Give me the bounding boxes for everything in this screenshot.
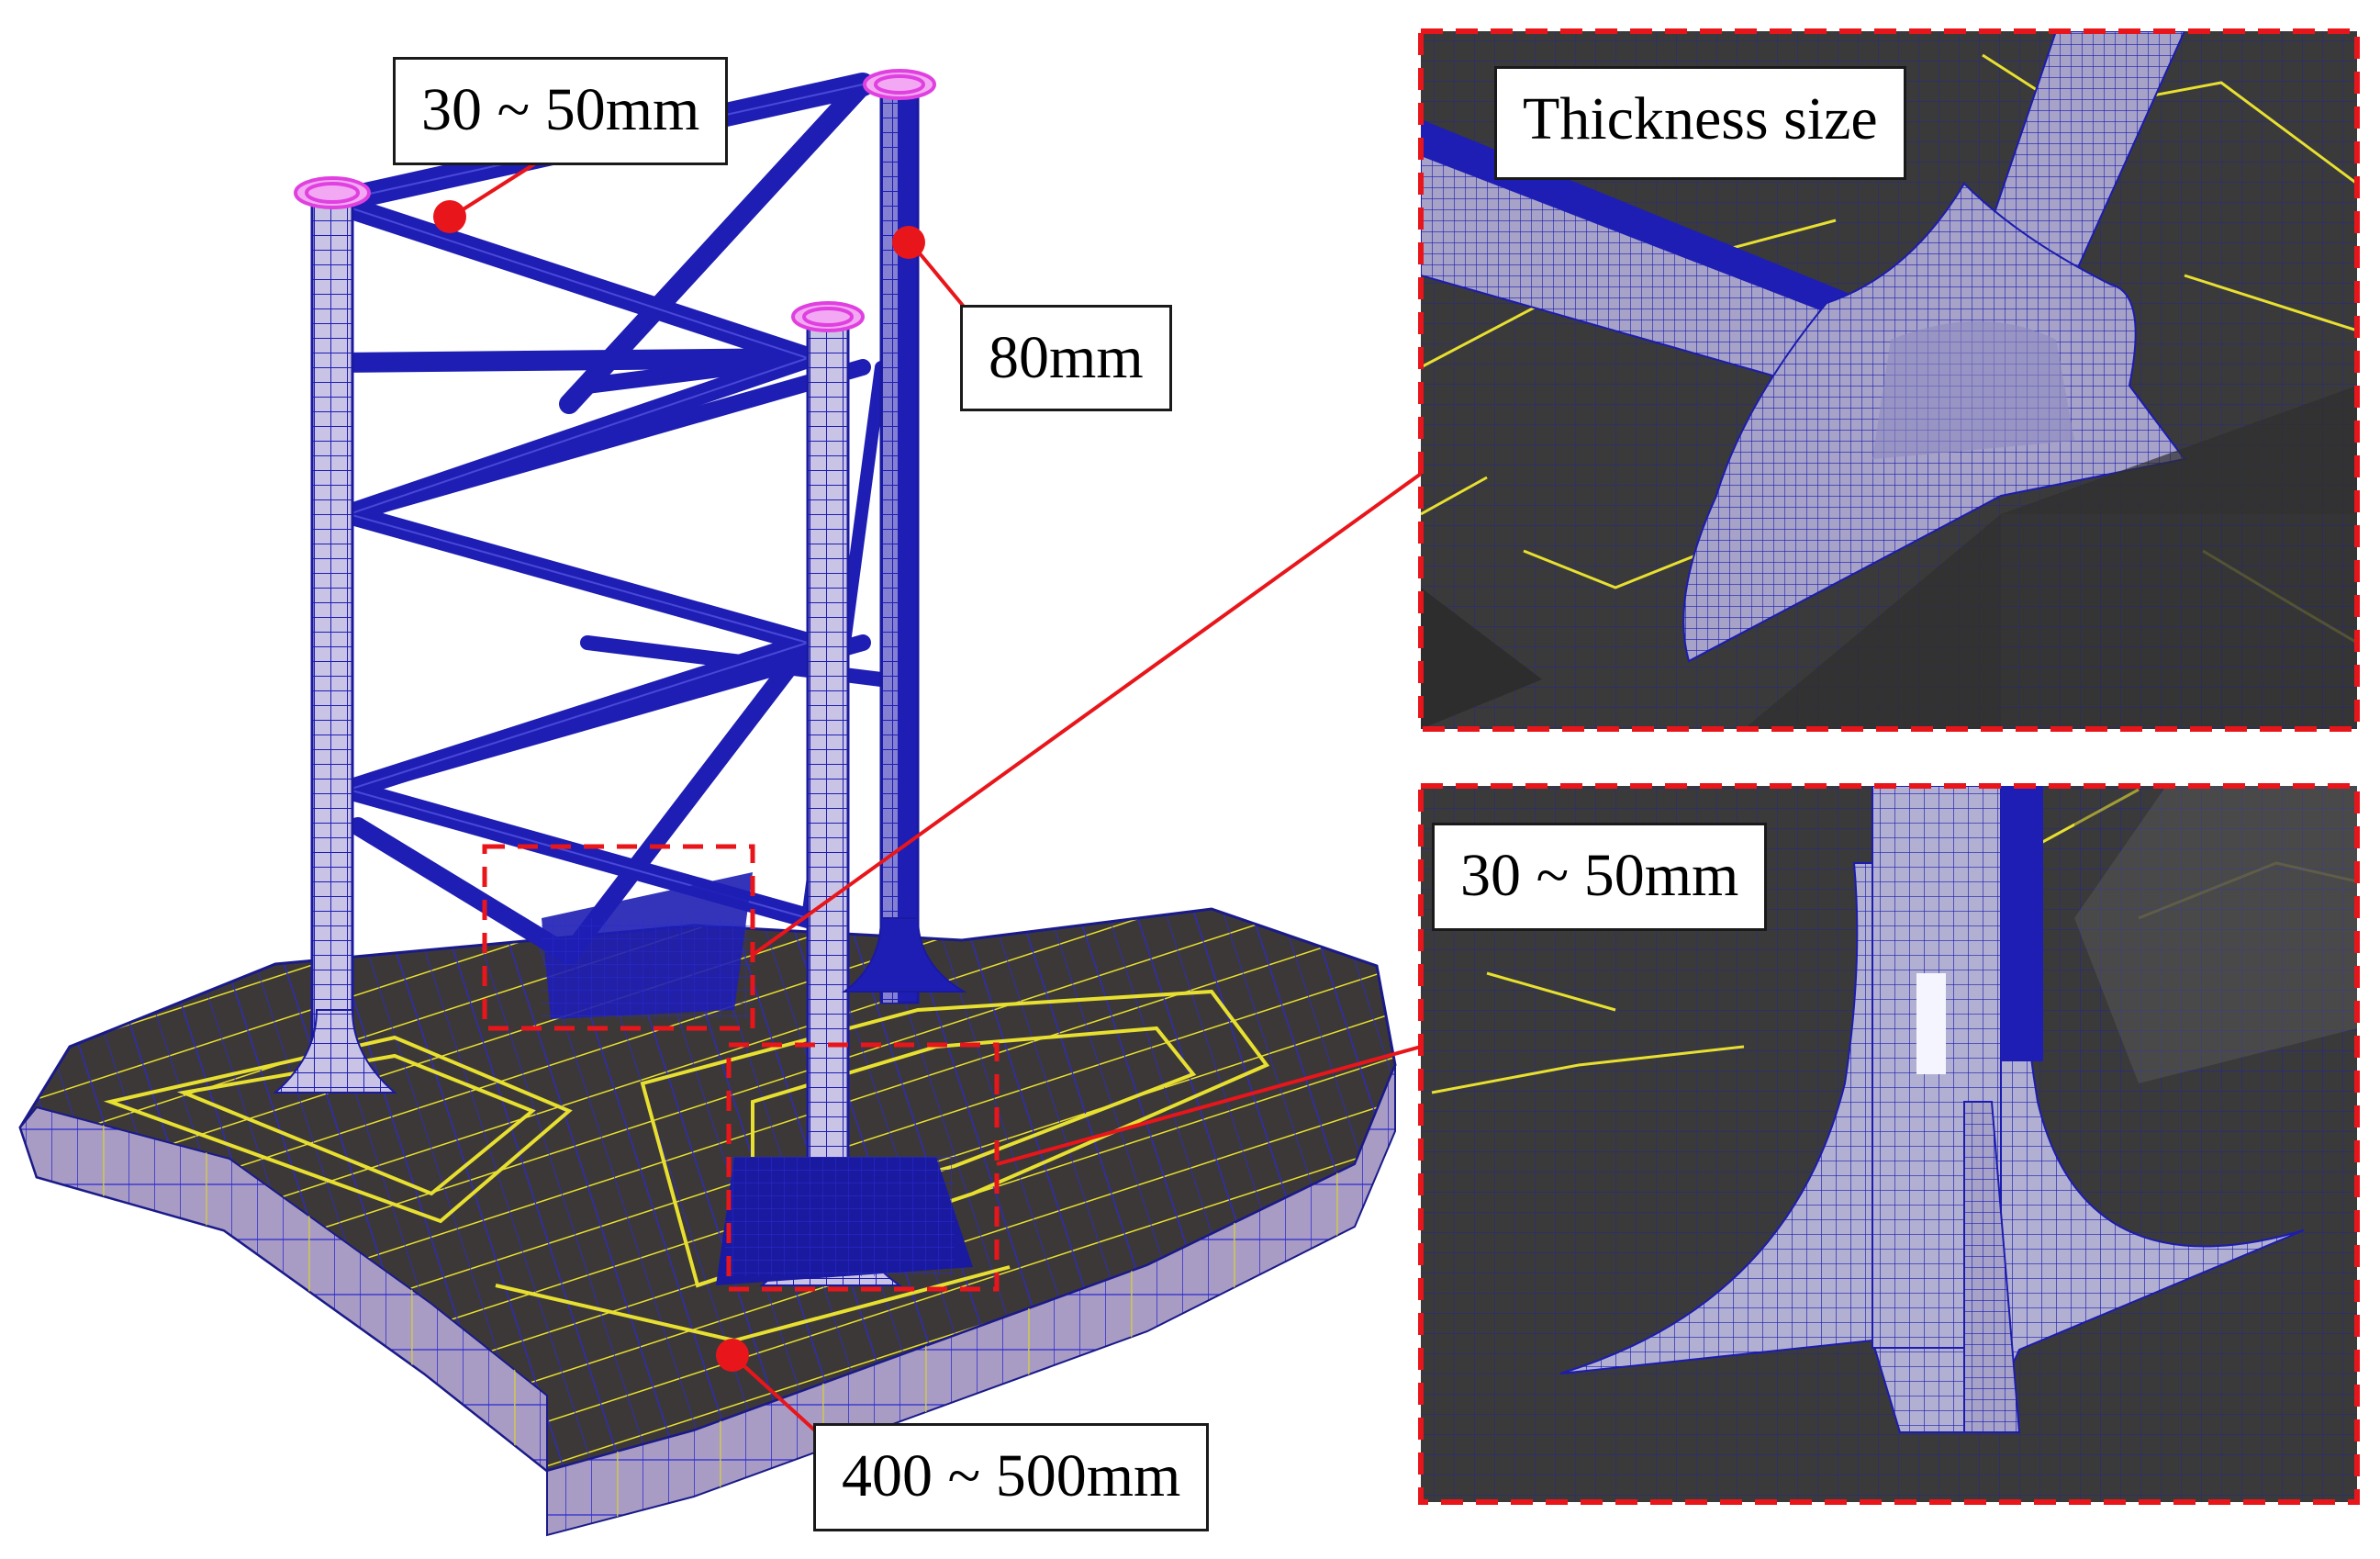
jacket-model — [18, 69, 1397, 1537]
label-thickness: Thickness size — [1494, 66, 1906, 180]
callout-leaders — [450, 154, 1423, 1434]
label-top-brace: 30 ~ 50mm — [393, 57, 729, 165]
panel-upper-border — [1418, 28, 2360, 732]
zoom-box-upper — [482, 844, 755, 1031]
top-rings — [294, 69, 936, 332]
callout-dots — [433, 200, 925, 1372]
label-base: 400 ~ 500mm — [813, 1423, 1210, 1531]
dense-mesh-node — [542, 872, 973, 1285]
label-leg: 80mm — [960, 305, 1172, 411]
panel-lower-border — [1418, 783, 2360, 1505]
zoom-box-lower — [726, 1042, 1000, 1292]
detail-panel-upper — [1418, 28, 2360, 732]
dot-top-brace — [433, 200, 466, 233]
dot-leg — [892, 226, 925, 259]
label-fillet: 30 ~ 50mm — [1432, 823, 1768, 931]
dot-base — [716, 1339, 749, 1372]
base-slab — [18, 907, 1397, 1537]
braces — [320, 73, 888, 964]
